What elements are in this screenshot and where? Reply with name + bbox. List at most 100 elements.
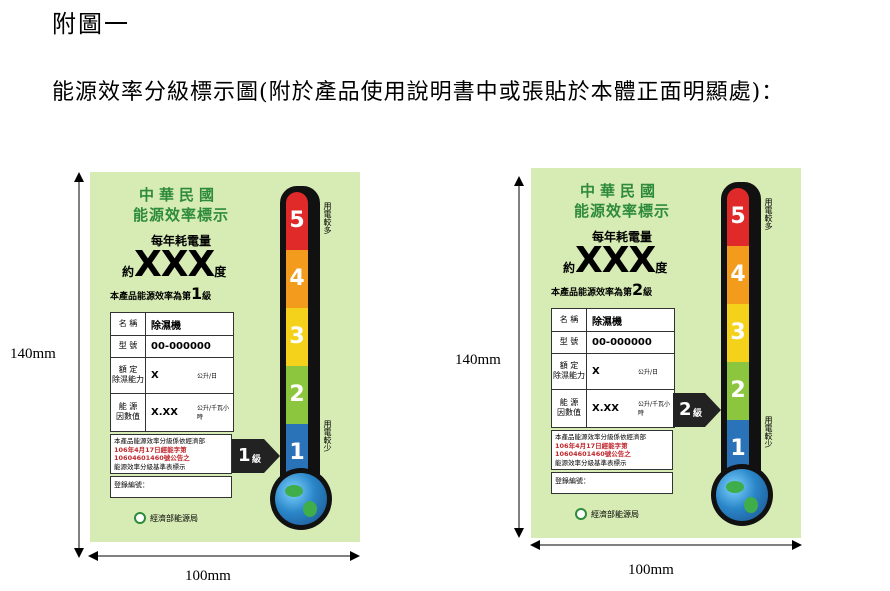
annual-consumption-value: 約XXX度 — [122, 244, 262, 285]
label-title-2: 能源效率標示 — [573, 202, 670, 220]
table-row: 型 號 00-000000 — [552, 331, 674, 354]
table-row: 額 定 除濕能力 X 公升/日 — [111, 357, 233, 394]
pointer-suffix: 級 — [252, 455, 262, 465]
scale-level-3: 3 — [727, 304, 749, 362]
approx-value: XXX — [575, 240, 656, 281]
grade-number: 2 — [632, 280, 644, 299]
notice-box: 本產品能源效率分級係依經濟部 106年4月17日經能字第 10604601460… — [110, 434, 232, 474]
pointer-grade: 2 — [679, 399, 692, 420]
width-arrow-right — [530, 540, 802, 550]
scale-level-3: 3 — [286, 308, 308, 366]
row-key: 名 稱 — [552, 309, 587, 331]
grade-number: 1 — [191, 284, 203, 303]
grade-prefix: 本產品能源效率為第 — [110, 292, 192, 302]
row-value: 除濕機 — [151, 320, 181, 332]
annual-consumption-label: 每年耗電量 — [150, 234, 211, 248]
row-value: 除濕機 — [592, 316, 622, 328]
annual-consumption-label: 每年耗電量 — [591, 230, 652, 244]
width-arrow-left — [88, 551, 360, 561]
approx-value: XXX — [134, 244, 215, 285]
pointer-suffix: 級 — [693, 409, 703, 419]
page-header: 附圖一 — [52, 10, 130, 38]
approx-prefix: 約 — [122, 265, 135, 279]
scale-level-4: 4 — [286, 250, 308, 308]
scale-level-2: 2 — [286, 366, 308, 424]
grade-statement: 本產品能源效率為第2級 — [551, 280, 711, 299]
table-row: 名 稱除濕機 — [111, 313, 233, 336]
height-arrow-left — [74, 172, 84, 558]
notice-line-2: 106年4月17日經能字第 — [114, 445, 187, 454]
row-value: X — [151, 369, 159, 381]
grade-suffix: 級 — [202, 292, 212, 302]
row-key: 型 號 — [111, 335, 146, 357]
globe-icon — [275, 473, 327, 525]
globe-icon — [716, 469, 768, 521]
energy-label-left: 中華民國 能源效率標示 每年耗電量 約XXX度 本產品能源效率為第1級 名 稱除… — [90, 172, 360, 542]
row-value: X — [592, 365, 600, 377]
more-energy-label: 用電較多 — [764, 198, 773, 230]
row-key: 能 源 因數值 — [552, 389, 587, 427]
agency-logo-icon — [134, 512, 146, 524]
table-row: 名 稱除濕機 — [552, 309, 674, 332]
notice-box: 本產品能源效率分級係依經濟部 106年4月17日經能字第 10604601460… — [551, 430, 673, 470]
scale-level-5: 5 — [286, 192, 308, 250]
agency-name: 經濟部能源局 — [150, 513, 198, 523]
scale-level-5: 5 — [727, 188, 749, 246]
notice-line-1: 本產品能源效率分級係依經濟部 — [555, 433, 646, 441]
row-unit: 公升/日 — [197, 372, 218, 380]
row-key: 額 定 除濕能力 — [111, 357, 146, 393]
label-title-2: 能源效率標示 — [132, 206, 229, 224]
grade-statement: 本產品能源效率為第1級 — [110, 284, 270, 303]
notice-line-4: 能源效率分級基準表標示 — [555, 458, 627, 467]
table-row: 能 源 因數值 X.XX 公升/千瓦小時 — [111, 393, 233, 431]
pointer-grade: 1 — [238, 445, 251, 466]
label-title-1: 中華民國 — [579, 182, 660, 200]
label-title-1: 中華民國 — [138, 186, 219, 204]
dimension-width-left: 100mm — [185, 568, 231, 584]
thermometer-bulb — [711, 464, 773, 526]
agency-name: 經濟部能源局 — [591, 509, 639, 519]
thermometer-scale: 5 4 3 2 1 — [280, 186, 320, 492]
grade-suffix: 級 — [643, 288, 653, 298]
more-energy-label: 用電較多 — [323, 202, 332, 234]
scale-level-2: 2 — [727, 362, 749, 420]
less-energy-label: 用電較少 — [764, 416, 773, 448]
approx-prefix: 約 — [563, 261, 576, 275]
notice-line-2: 106年4月17日經能字第 — [555, 441, 628, 450]
thermometer-scale: 5 4 3 2 1 — [721, 182, 761, 488]
approx-unit: 度 — [214, 265, 227, 279]
scale-level-1: 1 — [727, 420, 749, 478]
row-unit: 公升/千瓦小時 — [197, 405, 230, 421]
registration-box: 登錄編號： — [551, 472, 673, 494]
row-key: 名 稱 — [111, 313, 146, 335]
row-value: 00-000000 — [592, 336, 652, 348]
energy-label-right: 中華民國 能源效率標示 每年耗電量 約XXX度 本產品能源效率為第2級 名 稱除… — [531, 168, 801, 538]
dimension-height-right: 140mm — [455, 352, 501, 368]
notice-line-3: 10604601460號公告之 — [114, 454, 190, 462]
scale-level-4: 4 — [727, 246, 749, 304]
notice-line-4: 能源效率分級基準表標示 — [114, 462, 186, 471]
dimension-height-left: 140mm — [10, 346, 56, 362]
less-energy-label: 用電較少 — [323, 420, 332, 452]
agency-footer: 經濟部能源局 — [575, 508, 639, 520]
height-arrow-right — [514, 176, 524, 538]
row-key: 額 定 除濕能力 — [552, 353, 587, 389]
grade-prefix: 本產品能源效率為第 — [551, 288, 633, 298]
row-key: 型 號 — [552, 331, 587, 353]
thermometer-bulb — [270, 468, 332, 530]
agency-logo-icon — [575, 508, 587, 520]
row-key: 能 源 因數值 — [111, 393, 146, 431]
row-unit: 公升/千瓦小時 — [638, 401, 671, 417]
notice-line-3: 10604601460號公告之 — [555, 450, 631, 458]
dimension-width-right: 100mm — [628, 562, 674, 578]
scale-level-1: 1 — [286, 424, 308, 482]
row-value: X.XX — [151, 406, 178, 418]
description-text: 能源效率分級標示圖(附於產品使用說明書中或張貼於本體正面明顯處)： — [52, 80, 785, 105]
